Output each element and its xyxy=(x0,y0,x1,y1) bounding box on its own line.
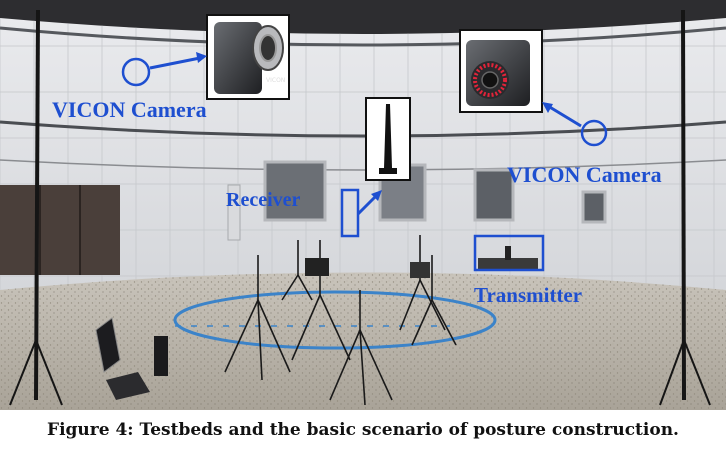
camera-marker-left xyxy=(121,57,151,87)
computer-workstation xyxy=(95,317,168,400)
camera-body-side xyxy=(214,22,262,94)
vicon-camera-inset-left: VICON xyxy=(206,14,290,100)
window-3 xyxy=(473,168,515,222)
camera-rail xyxy=(0,120,726,138)
label-receiver: Receiver xyxy=(226,189,301,211)
transmitter-table xyxy=(478,258,538,270)
arrow-left-camera xyxy=(149,56,201,70)
left-camera-pole xyxy=(34,9,40,401)
arrow-receiver xyxy=(356,194,378,216)
ceiling-truss xyxy=(0,26,726,47)
electrical-box xyxy=(227,184,241,241)
testbed-scene: VICON VICON Camera VICON Camera Receiver… xyxy=(0,0,726,410)
label-transmitter: Transmitter xyxy=(474,283,582,307)
window-4 xyxy=(581,190,607,224)
room-partitions xyxy=(0,185,120,275)
tripod-group xyxy=(224,235,457,406)
arrow-right-camera xyxy=(547,104,582,128)
label-vicon-camera-right: VICON Camera xyxy=(507,162,662,187)
monitor-small xyxy=(305,258,329,276)
led-ring xyxy=(473,63,507,97)
transmitter-marker xyxy=(473,234,545,272)
label-vicon-camera-left: VICON Camera xyxy=(52,97,207,122)
testbed-photo: VICON VICON Camera VICON Camera Receiver… xyxy=(0,0,726,410)
figure-caption: Figure 4: Testbeds and the basic scenari… xyxy=(47,419,679,440)
wall-rail xyxy=(0,159,726,171)
wall-panels xyxy=(0,18,726,300)
receiver-antenna-inset xyxy=(365,97,411,181)
right-camera-pole xyxy=(681,9,686,401)
camera-logo: VICON xyxy=(266,77,285,84)
window-1 xyxy=(263,160,327,222)
camera-marker-right xyxy=(580,119,608,147)
floor-tape-ellipse xyxy=(173,290,497,350)
vicon-camera-inset-right xyxy=(459,29,543,113)
